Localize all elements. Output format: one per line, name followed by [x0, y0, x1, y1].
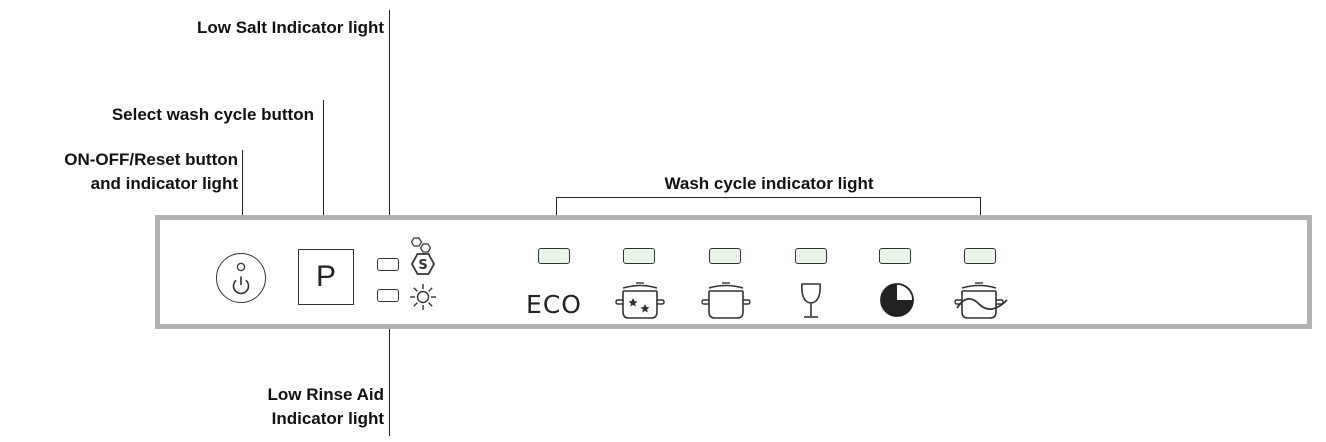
eco-cycle-label: ECO — [526, 290, 582, 319]
rinse-aid-sun-icon — [410, 284, 436, 310]
label-low-salt: Low Salt Indicator light — [197, 18, 384, 37]
bracket-wash-cycle-top — [556, 197, 981, 198]
power-indicator-light — [236, 262, 246, 272]
low-salt-indicator-light — [377, 258, 399, 271]
on-off-reset-button[interactable] — [216, 253, 266, 303]
label-on-off-line2: and indicator light — [90, 174, 238, 193]
quick-clock-icon — [880, 283, 914, 317]
leader-low-salt — [389, 10, 390, 250]
power-icon — [232, 276, 250, 295]
intensive-pot-icon — [615, 282, 665, 319]
label-low-rinse-aid: Low Rinse Aid Indicator light — [268, 383, 385, 431]
label-select-wash-cycle: Select wash cycle button — [111, 105, 314, 124]
wash-cycle-indicator-glass — [795, 248, 827, 264]
leader-select-wash-cycle — [323, 100, 324, 243]
wash-cycle-indicator-normal — [709, 248, 741, 264]
label-low-rinse-line1: Low Rinse Aid — [267, 385, 385, 404]
salt-icon-letter: S — [418, 258, 427, 273]
wash-cycle-indicator-prewash — [964, 248, 996, 264]
label-low-rinse-line2: Indicator light — [271, 409, 384, 428]
prewash-pot-icon — [954, 282, 1008, 319]
wash-cycle-indicator-intensive — [623, 248, 655, 264]
low-rinse-aid-indicator-light — [377, 289, 399, 302]
label-on-off-reset: ON-OFF/Reset button and indicator light — [64, 148, 238, 196]
leader-on-off — [242, 150, 243, 246]
normal-pot-icon — [701, 282, 751, 319]
select-wash-cycle-button[interactable]: P — [298, 249, 354, 305]
leader-low-rinse-aid — [389, 306, 390, 436]
label-on-off-line1: ON-OFF/Reset button — [64, 150, 238, 169]
wash-cycle-indicator-eco — [538, 248, 570, 264]
label-wash-cycle-indicator: Wash cycle indicator light — [664, 174, 874, 193]
salt-icon: S — [410, 237, 436, 275]
glass-icon — [801, 283, 821, 318]
wash-cycle-indicator-quick — [879, 248, 911, 264]
control-panel — [155, 215, 1312, 329]
